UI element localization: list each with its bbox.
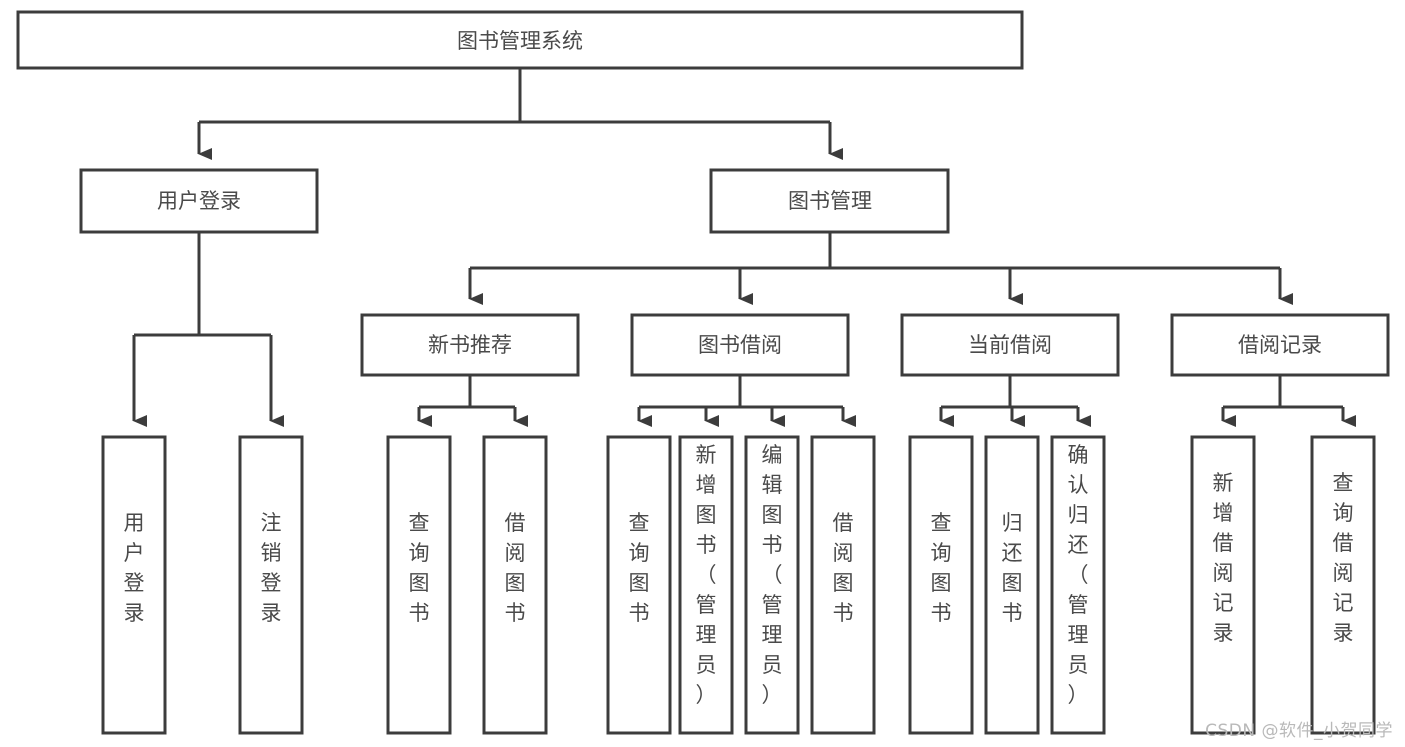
leaf-query-borrow-record-box[interactable] [1310, 435, 1376, 735]
node-user-login-label: 用户登录 [157, 189, 241, 213]
leaf-logout-label: 注销登录 [261, 511, 282, 625]
node-book-management-label: 图书管理 [788, 189, 872, 213]
leaf-add-borrow-record[interactable]: 新增借阅记录 [1190, 435, 1256, 735]
leaf-query-book-borrow[interactable]: 查询图书 [606, 435, 672, 735]
leaf-query-book-current-box[interactable] [908, 435, 974, 735]
leaf-add-book-admin-box[interactable] [678, 435, 734, 735]
node-new-book-recommend-label: 新书推荐 [428, 333, 512, 357]
node-borrow-records[interactable]: 借阅记录 [1170, 313, 1390, 377]
leaf-return-book-box[interactable] [984, 435, 1040, 735]
leaf-logout-box[interactable] [238, 435, 304, 735]
node-current-borrow-box[interactable] [900, 313, 1120, 377]
leaf-add-borrow-record-box[interactable] [1190, 435, 1256, 735]
leaf-query-book-current[interactable]: 查询图书 [908, 435, 974, 735]
leaf-borrow-book-borrow[interactable]: 借阅图书 [810, 435, 876, 735]
node-book-management-box[interactable] [709, 168, 950, 234]
node-book-borrow[interactable]: 图书借阅 [630, 313, 850, 377]
node-current-borrow-label: 当前借阅 [968, 333, 1052, 357]
leaf-confirm-return-admin[interactable]: 确认归还（管理员） [1050, 435, 1106, 735]
node-borrow-records-label: 借阅记录 [1238, 333, 1322, 357]
leaf-confirm-return-admin-box[interactable] [1050, 435, 1106, 735]
node-new-book-recommend[interactable]: 新书推荐 [360, 313, 580, 377]
node-new-book-recommend-box[interactable] [360, 313, 580, 377]
node-borrow-records-box[interactable] [1170, 313, 1390, 377]
node-user-login[interactable]: 用户登录 [79, 168, 319, 234]
node-book-borrow-label: 图书借阅 [698, 333, 782, 357]
leaf-query-book-borrow-label: 查询图书 [629, 511, 650, 625]
leaf-edit-book-admin[interactable]: 编辑图书（管理员） [744, 435, 800, 735]
leaf-add-borrow-record-label: 新增借阅记录 [1213, 471, 1234, 645]
node-root-label: 图书管理系统 [457, 29, 583, 53]
node-user-login-box[interactable] [79, 168, 319, 234]
leaf-return-book-label: 归还图书 [1002, 511, 1023, 625]
leaf-query-borrow-record[interactable]: 查询借阅记录 [1310, 435, 1376, 735]
leaf-query-book-borrow-box[interactable] [606, 435, 672, 735]
leaf-edit-book-admin-box[interactable] [744, 435, 800, 735]
leaf-borrow-book-newbooks[interactable]: 借阅图书 [482, 435, 548, 735]
leaf-return-book[interactable]: 归还图书 [984, 435, 1040, 735]
node-book-borrow-box[interactable] [630, 313, 850, 377]
leaf-layer: 用户登录 注销登录 查询图书 借阅图书 查询图书 新增图书（管理员） [101, 435, 1376, 735]
leaf-logout[interactable]: 注销登录 [238, 435, 304, 735]
leaf-borrow-book-borrow-box[interactable] [810, 435, 876, 735]
leaf-query-book-newbooks[interactable]: 查询图书 [386, 435, 452, 735]
leaf-confirm-return-admin-label: 确认归还（管理员） [1068, 443, 1089, 707]
leaf-borrow-book-newbooks-box[interactable] [482, 435, 548, 735]
leaf-user-login[interactable]: 用户登录 [101, 435, 167, 735]
node-root[interactable]: 图书管理系统 [16, 10, 1024, 70]
leaf-add-book-admin-label: 新增图书（管理员） [696, 443, 717, 707]
node-root-box[interactable] [16, 10, 1024, 70]
leaf-query-book-current-label: 查询图书 [931, 511, 952, 625]
leaf-query-borrow-record-label: 查询借阅记录 [1333, 471, 1354, 645]
leaf-query-book-newbooks-label: 查询图书 [409, 511, 430, 625]
leaf-edit-book-admin-label: 编辑图书（管理员） [762, 443, 783, 707]
leaf-query-book-newbooks-box[interactable] [386, 435, 452, 735]
node-book-management[interactable]: 图书管理 [709, 168, 950, 234]
leaf-borrow-book-borrow-label: 借阅图书 [833, 511, 854, 625]
node-current-borrow[interactable]: 当前借阅 [900, 313, 1120, 377]
connector-layer [132, 68, 1356, 427]
leaf-borrow-book-newbooks-label: 借阅图书 [505, 511, 526, 625]
leaf-user-login-label: 用户登录 [124, 511, 145, 625]
leaf-user-login-box[interactable] [101, 435, 167, 735]
leaf-add-book-admin[interactable]: 新增图书（管理员） [678, 435, 734, 735]
